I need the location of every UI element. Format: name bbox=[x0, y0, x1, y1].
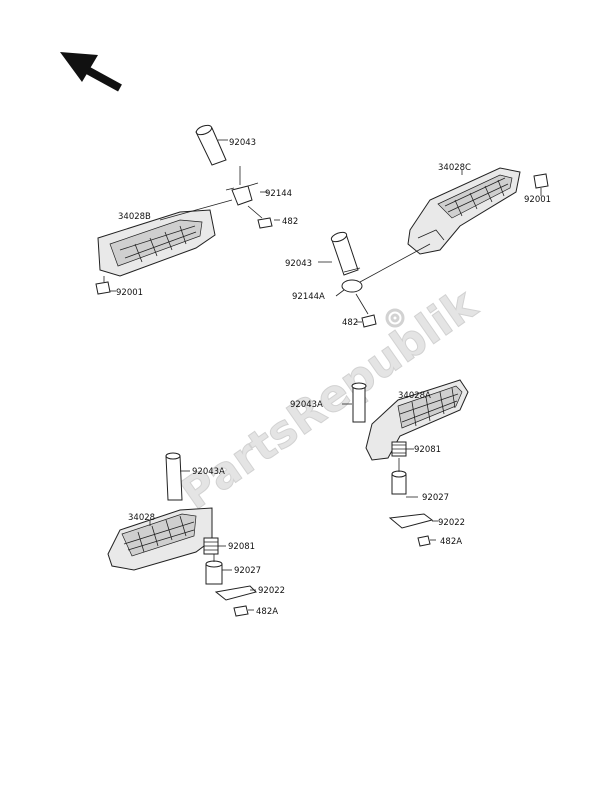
pin-part bbox=[165, 452, 183, 501]
front-direction-arrow-icon bbox=[60, 52, 122, 92]
footrest-part bbox=[365, 379, 469, 461]
bolt-part bbox=[533, 173, 549, 189]
label-spring: 92144 bbox=[265, 189, 292, 199]
pin-clip-part bbox=[361, 314, 377, 328]
label-ball: 92027 bbox=[234, 566, 261, 576]
label-footrest: 34028A bbox=[398, 391, 431, 401]
ball-part bbox=[205, 560, 223, 585]
label-ball: 92027 bbox=[422, 493, 449, 503]
plate-part bbox=[388, 513, 434, 529]
plate-part bbox=[214, 585, 257, 601]
label-bolt: 92001 bbox=[116, 288, 143, 298]
pin-part bbox=[351, 382, 367, 423]
spring-part bbox=[341, 267, 363, 293]
label-pin: 92043A bbox=[192, 467, 225, 477]
lower-left-assembly: 92043A 34028 92081 92027 92022 482A bbox=[107, 452, 285, 617]
pin-part bbox=[330, 231, 359, 276]
footrest-part bbox=[97, 209, 216, 277]
footrest-part bbox=[107, 507, 213, 571]
pin-clip-part bbox=[257, 217, 273, 229]
pin-clip-part bbox=[233, 605, 249, 617]
label-pin: 92043 bbox=[229, 138, 256, 148]
upper-right-assembly: 34028C 92001 92043 92144A 482 bbox=[285, 163, 551, 328]
label-spring: 92081 bbox=[228, 542, 255, 552]
label-pin-clip: 482A bbox=[440, 537, 462, 547]
label-spring: 92081 bbox=[414, 445, 441, 455]
label-footrest: 34028 bbox=[128, 513, 155, 523]
label-pin-clip: 482 bbox=[342, 318, 358, 328]
footrest-part bbox=[407, 167, 521, 255]
spring-part bbox=[225, 182, 259, 206]
pin-clip-part bbox=[417, 535, 431, 547]
watermark-gear-icon bbox=[385, 308, 405, 328]
upper-left-assembly: 92043 92144 34028B 482 92001 bbox=[95, 124, 298, 298]
ball-part bbox=[391, 470, 407, 495]
spring-part bbox=[391, 441, 407, 457]
label-pin-clip: 482A bbox=[256, 607, 278, 617]
label-spring: 92144A bbox=[292, 292, 325, 302]
label-footrest: 34028B bbox=[118, 212, 151, 222]
pin-part bbox=[195, 124, 227, 166]
lower-right-assembly: 92043A 34028A 92081 92027 92022 482A bbox=[290, 379, 469, 547]
spring-part bbox=[203, 537, 219, 555]
label-plate: 92022 bbox=[438, 518, 465, 528]
label-pin: 92043 bbox=[285, 259, 312, 269]
label-plate: 92022 bbox=[258, 586, 285, 596]
label-footrest: 34028C bbox=[438, 163, 471, 173]
label-bolt: 92001 bbox=[524, 195, 551, 205]
label-pin-clip: 482 bbox=[282, 217, 298, 227]
bolt-part bbox=[95, 281, 111, 295]
label-pin: 92043A bbox=[290, 400, 323, 410]
